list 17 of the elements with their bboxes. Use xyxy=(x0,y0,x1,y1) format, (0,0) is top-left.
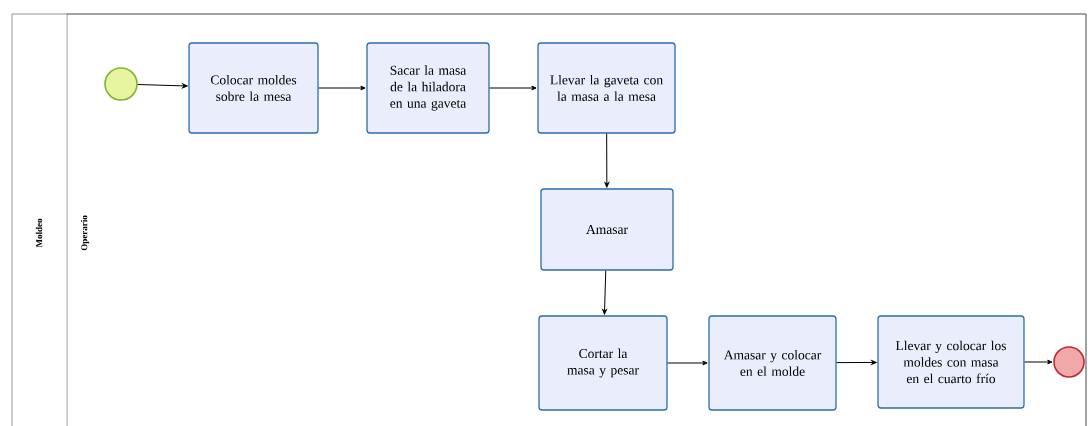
task-box: Amasar xyxy=(540,188,674,271)
arrow xyxy=(602,270,607,315)
task-box: Llevar la gaveta con la masa a la mesa xyxy=(537,42,676,134)
task-box: Colocar moldes sobre la mesa xyxy=(188,42,319,134)
arrow xyxy=(489,85,537,91)
arrow xyxy=(667,360,708,366)
task-box: Sacar la masa de la hiladora en una gaveta xyxy=(366,42,490,134)
task-box: Cortar la masa y pesar xyxy=(538,315,668,411)
arrow xyxy=(1024,359,1053,365)
arrow xyxy=(604,133,610,188)
arrow xyxy=(318,85,366,91)
event-circle xyxy=(104,67,138,101)
arrow xyxy=(137,83,188,89)
task-box: Amasar y colocar en el molde xyxy=(708,315,837,411)
event-circle xyxy=(1053,346,1085,378)
arrow xyxy=(836,360,877,365)
task-box: Llevar y colocar los moldes con masa en el cuarto frío xyxy=(877,315,1025,409)
